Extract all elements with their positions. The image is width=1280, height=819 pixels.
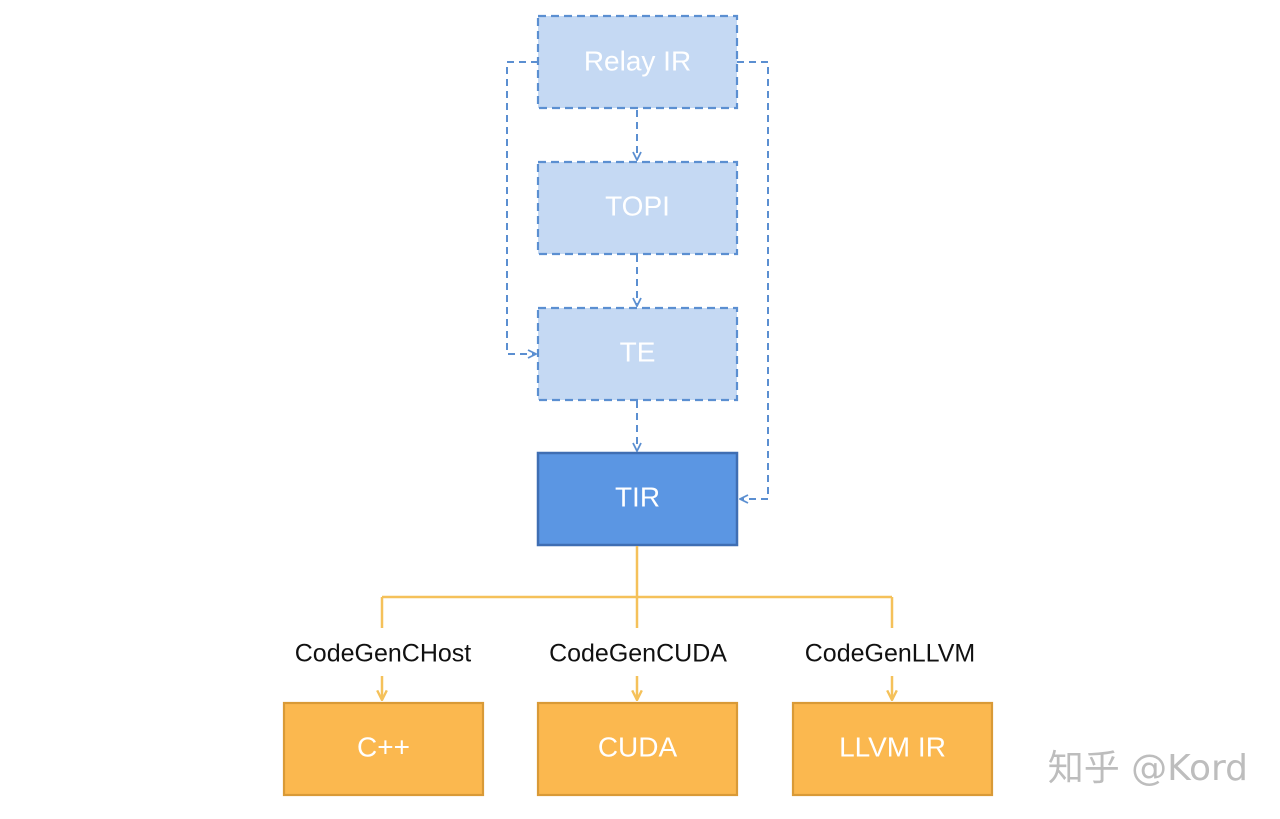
tir-node: TIR bbox=[536, 451, 739, 547]
llvm-ir-target-node: LLVM IR bbox=[791, 701, 994, 797]
te-node: TE bbox=[536, 306, 739, 402]
te-label: TE bbox=[620, 336, 656, 367]
topi-node: TOPI bbox=[536, 160, 739, 256]
codegen-cuda-label: CodeGenCUDA bbox=[549, 640, 727, 668]
relay-to-tir-bypass-arrow bbox=[737, 61, 769, 499]
llvm-ir-label: LLVM IR bbox=[839, 731, 946, 762]
cpp-target-node: C++ bbox=[282, 701, 485, 797]
codegen-llvm-label: CodeGenLLVM bbox=[805, 640, 975, 668]
cuda-target-node: CUDA bbox=[536, 701, 739, 797]
cpp-label: C++ bbox=[357, 731, 410, 762]
watermark: 知乎 @Kord bbox=[1048, 748, 1248, 789]
relay-to-te-bypass-arrow bbox=[506, 61, 538, 354]
relay-ir-label: Relay IR bbox=[584, 45, 691, 76]
topi-label: TOPI bbox=[605, 190, 670, 221]
codegen-connectors bbox=[380, 546, 894, 628]
tir-label: TIR bbox=[615, 481, 660, 512]
codegen-chost-label: CodeGenCHost bbox=[295, 640, 472, 668]
relay-ir-node: Relay IR bbox=[536, 14, 739, 110]
cuda-label: CUDA bbox=[598, 731, 678, 762]
